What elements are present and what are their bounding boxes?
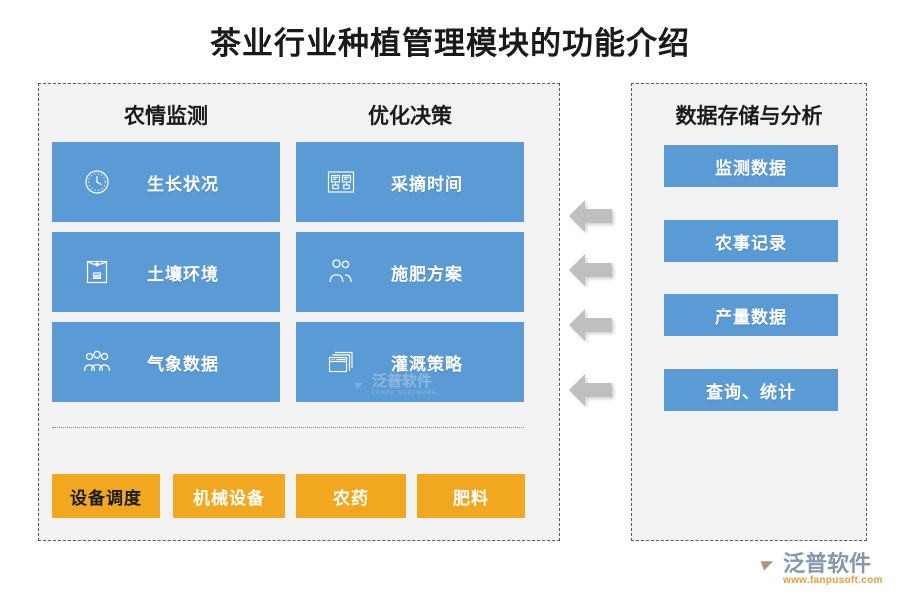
tag-button-pesticide[interactable]: 农药 (296, 474, 406, 518)
feature-card-growth-status[interactable]: 生长状况 (52, 142, 280, 222)
arrow-left-icon (568, 308, 612, 342)
feature-card-weather-data[interactable]: 气象数据 (52, 322, 280, 402)
panel-divider (52, 427, 524, 428)
feature-card-irrigation-strategy[interactable]: 灌溉策略 泛普软件 FANPU SOFTWARE (296, 322, 524, 402)
column-heading-monitoring: 农情监测 (124, 104, 208, 128)
group-people-icon (82, 347, 112, 377)
fanpu-logo-mark (752, 554, 778, 583)
brand-logo: 泛普软件 www.fanpusoft.com (752, 552, 883, 586)
store-item-monitoring-data[interactable]: 监测数据 (664, 145, 838, 187)
tag-button-equipment-dispatch[interactable]: 设备调度 (52, 474, 160, 518)
two-people-icon (326, 257, 356, 287)
feature-card-label: 采摘时间 (391, 174, 463, 194)
store-item-yield-data[interactable]: 产量数据 (664, 294, 838, 336)
arrow-left-icon (568, 373, 612, 407)
arrow-left-icon (568, 253, 612, 287)
stacked-windows-icon (326, 347, 356, 377)
feature-card-label: 气象数据 (147, 354, 219, 374)
feature-card-fertilization-plan[interactable]: 施肥方案 (296, 232, 524, 312)
store-item-farming-records[interactable]: 农事记录 (664, 220, 838, 262)
brand-name: 泛普软件 (783, 551, 872, 576)
feature-card-label: 施肥方案 (391, 264, 463, 284)
envelope-icon (82, 257, 112, 287)
tag-button-machinery[interactable]: 机械设备 (173, 474, 285, 518)
column-heading-data-storage: 数据存储与分析 (675, 104, 823, 128)
feature-card-label: 灌溉策略 (391, 354, 463, 374)
store-item-query-statistics[interactable]: 查询、统计 (664, 369, 838, 411)
feature-card-soil-environment[interactable]: 土壤环境 (52, 232, 280, 312)
column-heading-decision: 优化决策 (368, 104, 452, 128)
clock-icon (82, 167, 112, 197)
arrow-left-icon (568, 199, 612, 233)
page-title: 茶业行业种植管理模块的功能介绍 (210, 26, 690, 61)
feature-card-label: 土壤环境 (147, 264, 219, 284)
brand-url: www.fanpusoft.com (783, 575, 883, 587)
feature-card-label: 生长状况 (147, 174, 219, 194)
org-chart-icon (326, 167, 356, 197)
tag-button-fertilizer[interactable]: 肥料 (417, 474, 525, 518)
feature-card-picking-time[interactable]: 采摘时间 (296, 142, 524, 222)
